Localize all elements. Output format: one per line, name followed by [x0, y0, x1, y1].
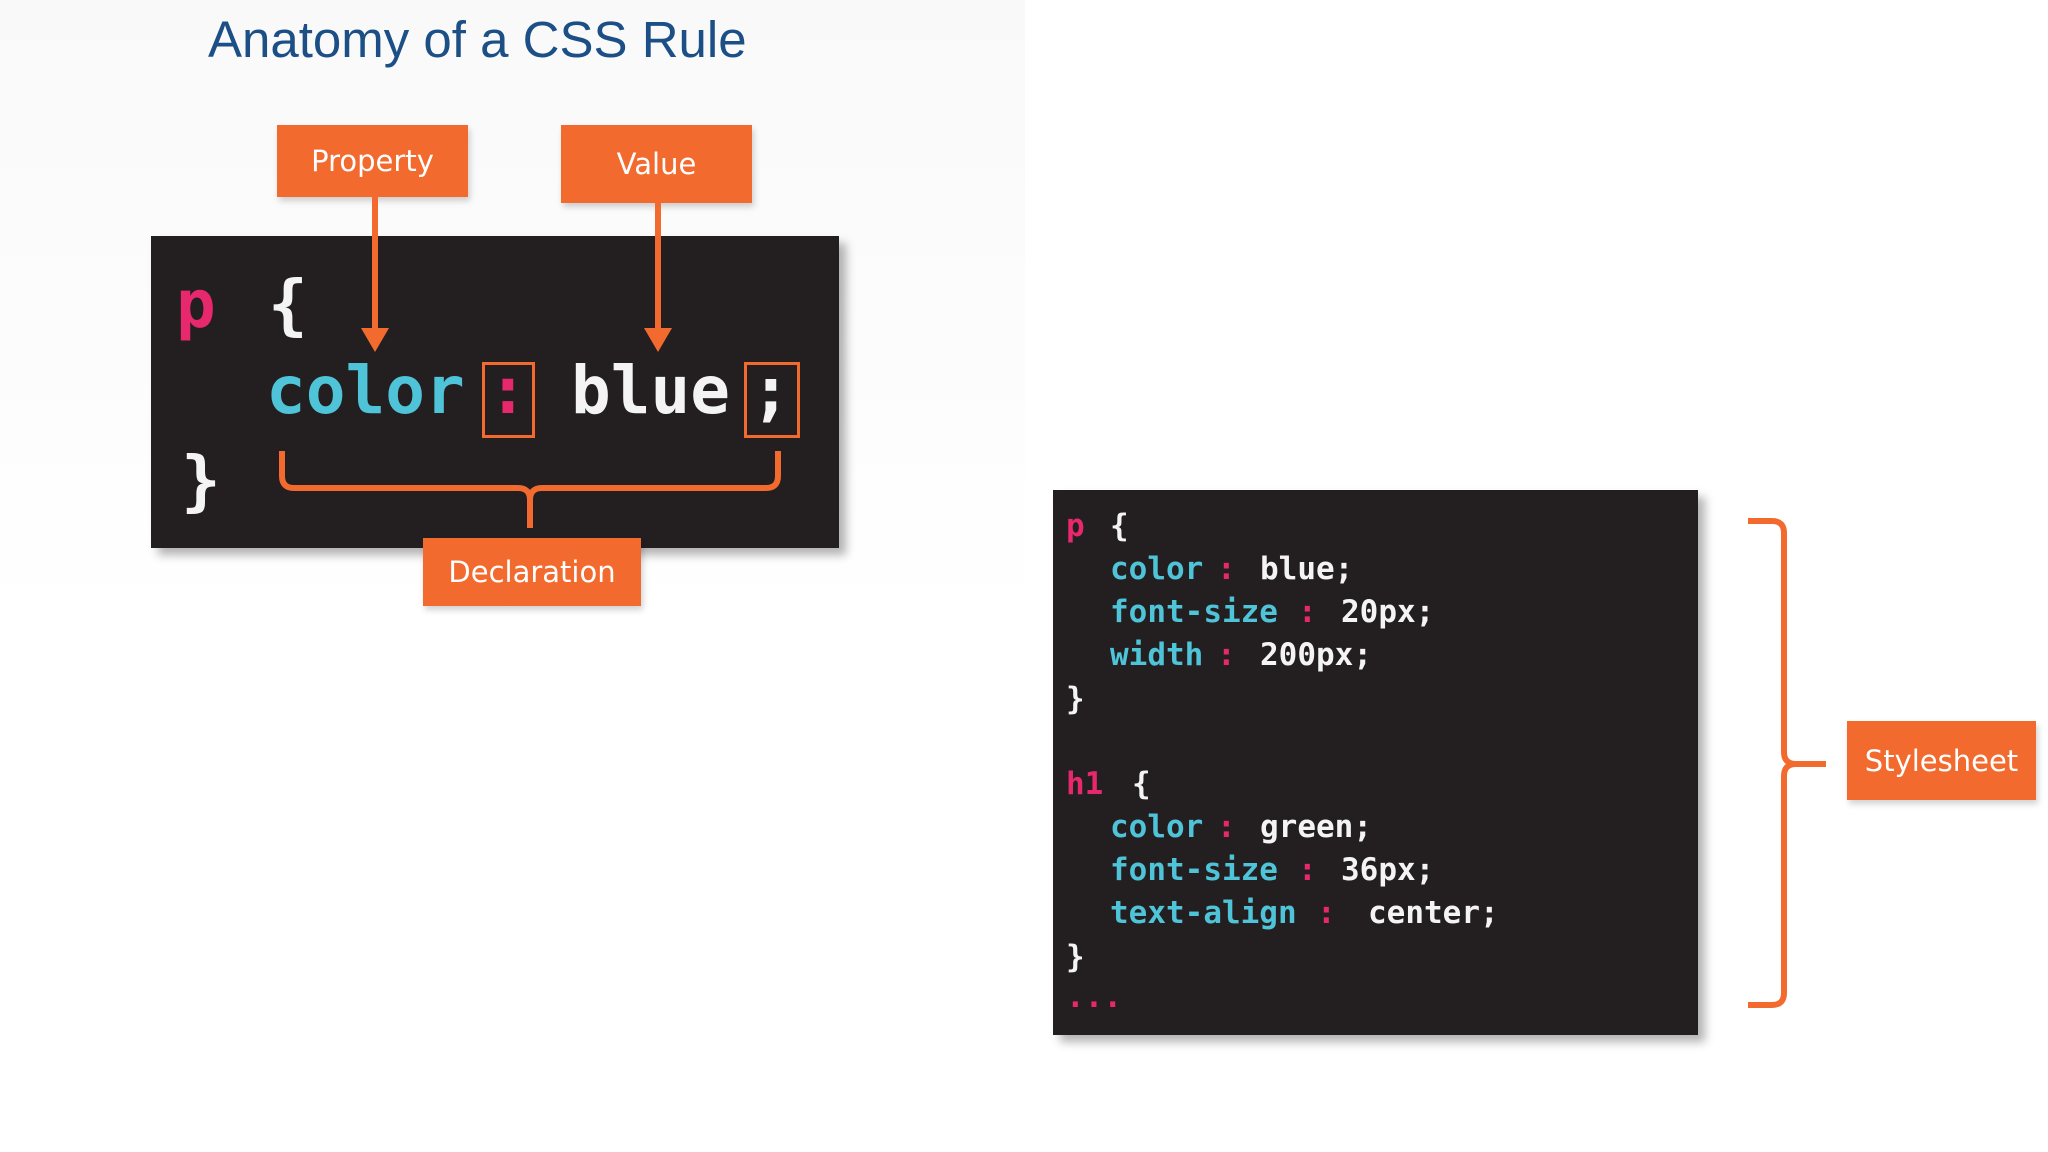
- colon-highlight-box: [482, 362, 535, 438]
- rule-open-brace: {: [268, 266, 308, 343]
- declaration-value: 20px;: [1341, 594, 1435, 630]
- declaration-colon: :: [1298, 594, 1317, 630]
- declaration-colon: :: [1217, 809, 1236, 845]
- stylesheet-close-brace-p: }: [1066, 681, 1085, 717]
- stylesheet-open-brace-h1: {: [1132, 766, 1151, 802]
- stylesheet-bracket: [1748, 518, 1826, 1008]
- stylesheet-selector-p: p: [1066, 508, 1085, 544]
- declaration-property: color: [1110, 809, 1204, 845]
- rule-property: color: [266, 352, 465, 429]
- declaration-colon: :: [1217, 637, 1236, 673]
- slide-title: Anatomy of a CSS Rule: [208, 11, 747, 68]
- value-label: Value: [561, 125, 752, 203]
- declaration-label: Declaration: [423, 538, 641, 606]
- declaration-value: center;: [1368, 895, 1499, 931]
- declaration-property: text-align: [1110, 895, 1297, 931]
- rule-value: blue: [571, 352, 730, 429]
- stylesheet-label: Stylesheet: [1847, 721, 2036, 800]
- declaration-property: font-size: [1110, 852, 1278, 888]
- declaration-value: blue;: [1260, 551, 1354, 587]
- declaration-value: 36px;: [1341, 852, 1435, 888]
- semicolon-highlight-box: [744, 362, 800, 438]
- declaration-property: font-size: [1110, 594, 1278, 630]
- stylesheet-open-brace-p: {: [1110, 508, 1129, 544]
- stylesheet-code-panel: p { color : blue; font-size : 20px; widt…: [1053, 490, 1698, 1035]
- declaration-value: 200px;: [1260, 637, 1372, 673]
- stylesheet-selector-h1: h1: [1066, 766, 1104, 802]
- property-label: Property: [277, 125, 468, 197]
- declaration-value: green;: [1260, 809, 1372, 845]
- declaration-colon: :: [1317, 895, 1336, 931]
- stylesheet-ellipsis: ...: [1066, 979, 1122, 1015]
- declaration-colon: :: [1298, 852, 1317, 888]
- rule-close-brace: }: [181, 442, 221, 519]
- stylesheet-close-brace-h1: }: [1066, 939, 1085, 975]
- rule-selector: p: [176, 266, 216, 343]
- declaration-property: color: [1110, 551, 1204, 587]
- declaration-colon: :: [1217, 551, 1236, 587]
- rule-code-panel: p { color : blue ; }: [151, 236, 839, 548]
- declaration-property: width: [1110, 637, 1204, 673]
